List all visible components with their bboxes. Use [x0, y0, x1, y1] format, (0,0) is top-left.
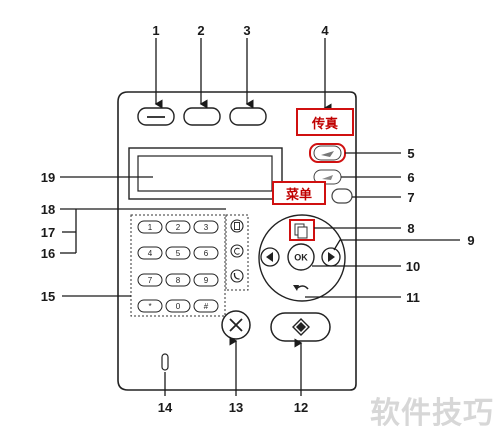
keypad-key-label: * — [148, 302, 151, 311]
keypad-key[interactable] — [193, 246, 219, 260]
keypad-key[interactable] — [193, 273, 219, 287]
fax-icon — [321, 151, 334, 157]
keypad-key[interactable] — [137, 299, 163, 313]
callout-3: 3 — [243, 23, 250, 38]
menu-label: 菜单 — [272, 181, 326, 205]
right-arrow-icon — [328, 252, 335, 262]
leader-9 — [333, 239, 460, 251]
keypad: 1 2 3 4 5 6 7 8 9 * 0 # — [137, 220, 219, 313]
keypad-key[interactable] — [193, 220, 219, 234]
keypad-key-label: 9 — [204, 276, 209, 285]
callout-11: 11 — [406, 290, 420, 305]
keypad-key[interactable] — [165, 273, 191, 287]
callout-14: 14 — [158, 400, 173, 415]
callout-10: 10 — [406, 259, 420, 274]
callout-12: 12 — [294, 400, 308, 415]
status-led — [161, 353, 169, 371]
keypad-key-label: 2 — [176, 223, 181, 232]
redial-icon — [234, 247, 240, 255]
keypad-key[interactable] — [137, 273, 163, 287]
callout-15: 15 — [41, 289, 55, 304]
top-button-2[interactable] — [183, 107, 221, 126]
callout-8: 8 — [407, 221, 414, 236]
keypad-key[interactable] — [137, 246, 163, 260]
keypad-key-label: 3 — [204, 223, 209, 232]
keypad-key-label: 5 — [176, 249, 181, 258]
callout-2: 2 — [197, 23, 204, 38]
button-6-icon — [322, 175, 333, 180]
menu-button[interactable] — [331, 188, 353, 204]
callout-17: 17 — [41, 225, 55, 240]
keypad-key[interactable] — [165, 299, 191, 313]
keypad-key-label: 6 — [204, 249, 209, 258]
ok-button[interactable] — [287, 243, 315, 271]
start-icon-inner — [296, 322, 306, 332]
back-icon-arrowhead — [293, 285, 299, 291]
address-book-button[interactable] — [230, 219, 244, 233]
keypad-key[interactable] — [137, 220, 163, 234]
keypad-key-label: 4 — [148, 249, 153, 258]
keypad-key[interactable] — [193, 299, 219, 313]
keypad-key[interactable] — [165, 220, 191, 234]
side-keys-box — [225, 214, 249, 291]
keypad-key-label: # — [204, 302, 209, 311]
stop-icon — [229, 318, 243, 332]
fax-label: 传真 — [296, 108, 354, 136]
callout-19: 19 — [41, 170, 55, 185]
keypad-key-label: 7 — [148, 276, 153, 285]
callout-18: 18 — [41, 202, 55, 217]
phone-icon — [233, 272, 240, 280]
watermark: 软件技巧 — [370, 396, 494, 431]
callout-7: 7 — [407, 190, 414, 205]
ok-label: OK — [294, 253, 308, 263]
on-hook-button[interactable] — [230, 269, 244, 283]
callout-4: 4 — [321, 23, 329, 38]
callout-5: 5 — [407, 146, 414, 161]
keypad-key[interactable] — [165, 246, 191, 260]
callout-6: 6 — [407, 170, 414, 185]
keypad-key-label: 0 — [176, 302, 181, 311]
top-button-3[interactable] — [229, 107, 267, 126]
copy-icon[interactable] — [297, 226, 308, 239]
left-arrow-icon — [266, 252, 273, 262]
panel-outline — [117, 91, 357, 391]
address-book-icon — [234, 222, 240, 230]
redial-button[interactable] — [230, 244, 244, 258]
leader-lines — [60, 38, 460, 396]
callout-1: 1 — [152, 23, 159, 38]
keypad-key-label: 8 — [176, 276, 181, 285]
keypad-key-label: 1 — [148, 223, 153, 232]
callout-13: 13 — [229, 400, 243, 415]
callout-9: 9 — [467, 233, 474, 248]
lcd-screen — [137, 155, 273, 192]
keypad-box — [130, 214, 226, 317]
callout-16: 16 — [41, 246, 55, 261]
